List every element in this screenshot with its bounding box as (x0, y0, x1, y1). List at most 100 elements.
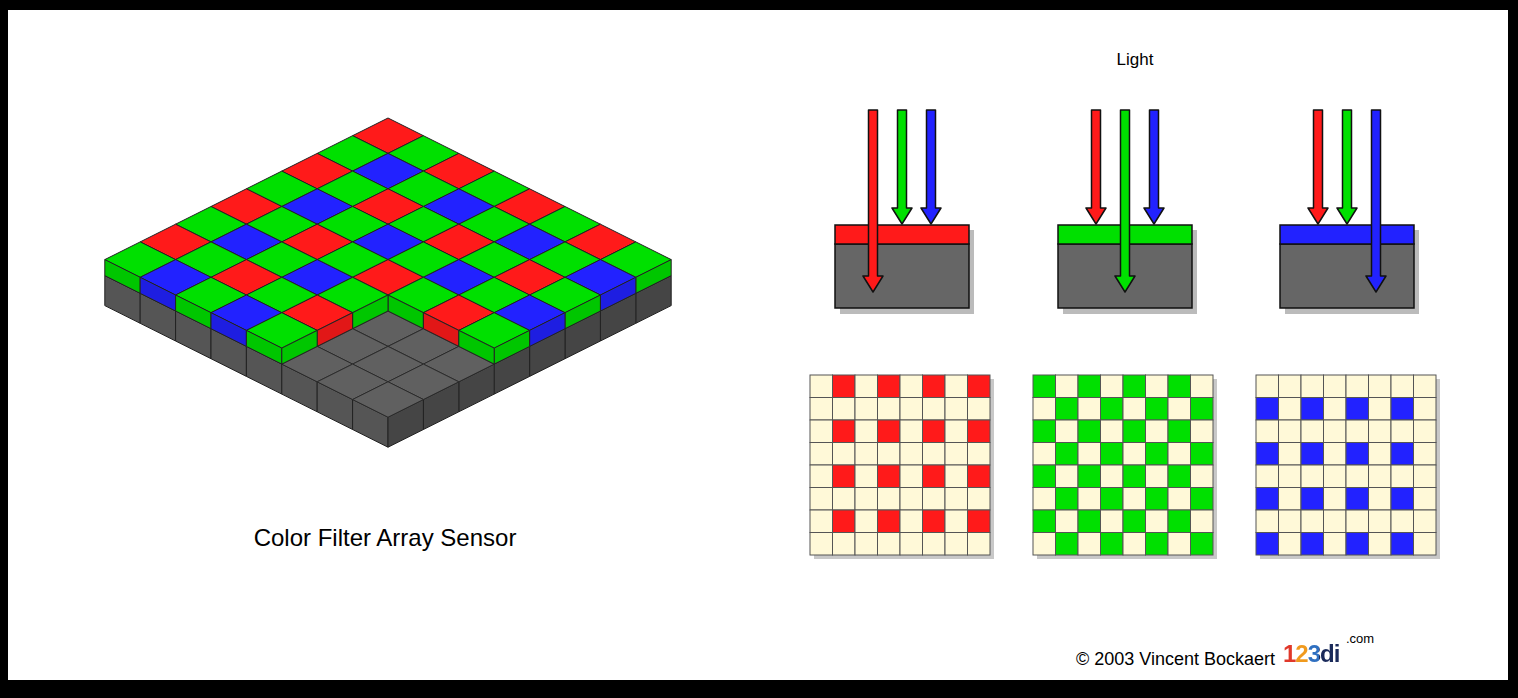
light-arrow (1308, 110, 1328, 224)
mosaic-cell (878, 420, 901, 443)
mosaic-cell (1101, 443, 1124, 466)
mosaic-cell (1123, 420, 1146, 443)
mosaic-cell (1256, 398, 1279, 421)
mosaic-cell (900, 398, 923, 421)
mosaic-cell (1056, 398, 1079, 421)
mosaic-cell (1078, 465, 1101, 488)
mosaic-grid (1256, 375, 1440, 559)
shadow (1037, 379, 1217, 559)
light-arrow (863, 110, 883, 292)
mosaic-cell (1301, 375, 1324, 398)
mosaic-cell (968, 443, 991, 466)
filter-side (211, 313, 246, 347)
mosaic-cell (1301, 398, 1324, 421)
mosaic-cell (878, 375, 901, 398)
mosaic-cell (1078, 533, 1101, 556)
mosaic-cell (900, 465, 923, 488)
mosaic-cell (1391, 533, 1414, 556)
mosaic-cell (810, 465, 833, 488)
mosaic-cell (923, 488, 946, 511)
mosaic-cell (1078, 375, 1101, 398)
photosite (1280, 244, 1414, 308)
logo-suffix: .com (1346, 631, 1374, 647)
mosaic-cell (855, 533, 878, 556)
mosaic-cell (1301, 488, 1324, 511)
mosaic-cell (833, 443, 856, 466)
filter-side (105, 260, 140, 294)
mosaic-cell (878, 488, 901, 511)
shadow (814, 379, 994, 559)
mosaic-cell (1168, 420, 1191, 443)
mosaic-cell (1146, 465, 1169, 488)
mosaic-cell (1279, 465, 1302, 488)
mosaic-cell (1279, 488, 1302, 511)
filter-side (600, 277, 635, 311)
mosaic-cell (1033, 533, 1056, 556)
mosaic-cell (1033, 488, 1056, 511)
mosaic-cell (1414, 510, 1437, 533)
mosaic-cell (1168, 533, 1191, 556)
mosaic-cell (1123, 510, 1146, 533)
mosaic-cell (1033, 398, 1056, 421)
color-filter-layer (105, 118, 671, 364)
light-arrow (1144, 110, 1164, 224)
mosaic-cell (1414, 533, 1437, 556)
mosaic-cell (923, 420, 946, 443)
filter-side (176, 295, 211, 329)
mosaic-cell (810, 375, 833, 398)
mosaic-cell (1101, 533, 1124, 556)
photosite-top (353, 382, 424, 417)
mosaic-cell (1146, 510, 1169, 533)
mosaic-cell (945, 443, 968, 466)
mosaic-cell (833, 510, 856, 533)
mosaic-cell (1101, 488, 1124, 511)
light-arrow (1086, 110, 1106, 224)
shadow (1260, 379, 1440, 559)
mosaic-cell (968, 465, 991, 488)
color-filter (835, 225, 969, 244)
mosaic-cell (1346, 510, 1369, 533)
filter-side (317, 313, 352, 347)
mosaic-cell (1414, 443, 1437, 466)
pixel-filter (1058, 110, 1197, 314)
mosaic-cell (1078, 398, 1101, 421)
mosaic-cell (1391, 420, 1414, 443)
mosaic-cell (1146, 420, 1169, 443)
mosaic-cell (1346, 420, 1369, 443)
mosaic-cell (878, 398, 901, 421)
mosaic-grid (810, 375, 994, 559)
mosaic-cell (855, 510, 878, 533)
mosaic-cell (1369, 398, 1392, 421)
mosaic-cell (1301, 465, 1324, 488)
mosaic-cell (1414, 420, 1437, 443)
mosaic-cell (855, 488, 878, 511)
mosaic-cell (1101, 420, 1124, 443)
mosaic-cell (878, 443, 901, 466)
mosaic-cell (1146, 443, 1169, 466)
mosaic-cell (1414, 488, 1437, 511)
mosaic-cell (1369, 510, 1392, 533)
mosaic-cell (1168, 398, 1191, 421)
mosaic-cell (1279, 533, 1302, 556)
mosaic-cell (1168, 510, 1191, 533)
mosaic-cell (945, 375, 968, 398)
mosaic-cell (900, 533, 923, 556)
mosaic-cell (923, 510, 946, 533)
mosaic-cell (1301, 510, 1324, 533)
mosaic-cell (1168, 443, 1191, 466)
mosaic-cell (810, 533, 833, 556)
mosaic-cell (900, 488, 923, 511)
mosaic-cell (1324, 398, 1347, 421)
mosaic-cell (1346, 398, 1369, 421)
mosaic-cell (833, 420, 856, 443)
mosaic-cell (855, 443, 878, 466)
mosaic-cell (1191, 533, 1214, 556)
mosaic-cell (923, 375, 946, 398)
mosaic-cell (1391, 443, 1414, 466)
mosaic-cell (1123, 398, 1146, 421)
mosaic-cell (1301, 420, 1324, 443)
copyright-note: © 2003 Vincent Bockaert (940, 649, 1275, 671)
mosaic-cell (1324, 375, 1347, 398)
mosaic-cell (810, 398, 833, 421)
